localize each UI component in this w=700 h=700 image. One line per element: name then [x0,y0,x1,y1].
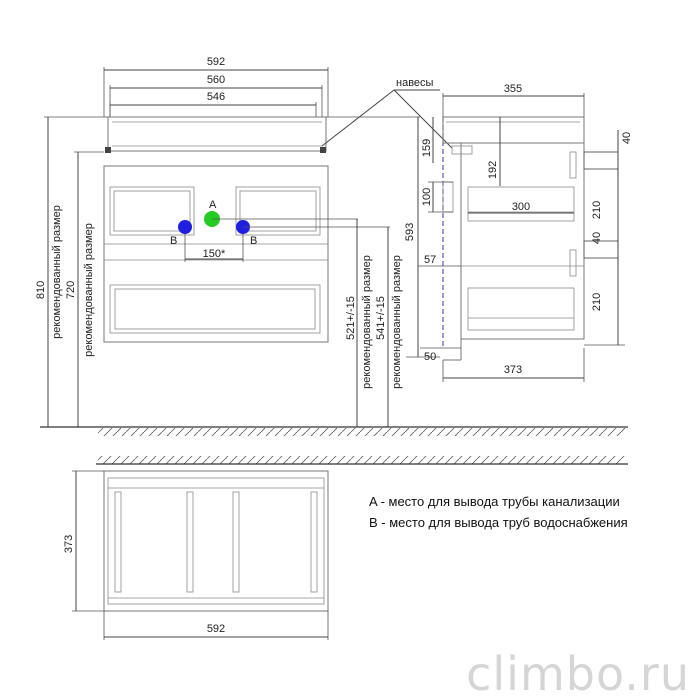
dim-100: 100 [421,188,433,206]
dim-720: 720 [65,281,77,299]
dim-560: 560 [207,74,225,86]
dim-210-bottom: 210 [591,293,603,311]
label-rec-521: рекомендованный размер [361,255,373,389]
legend: A - место для вывода трубы канализации B… [369,494,628,530]
front-view: 592 560 546 навесы A B B [35,56,453,428]
dim-40-top: 40 [621,132,633,144]
floor-line [40,426,628,436]
point-b-left-label: B [170,235,177,247]
dim-592-top: 592 [207,623,225,635]
dim-210-top: 210 [591,201,603,219]
hinges-label: навесы [396,77,434,89]
dim-50: 50 [424,351,436,363]
point-a-label: A [209,199,217,211]
point-b-left-marker [178,220,192,234]
top-view: 373 592 [63,456,628,640]
label-rec-810: рекомендованный размер [51,205,63,339]
dim-40-bottom: 40 [591,232,603,244]
dim-192: 192 [487,161,499,179]
point-b-right-label: B [250,235,257,247]
dim-521: 521+/-15 [345,296,357,340]
dim-150: 150* [203,248,226,260]
dim-373-top: 373 [63,535,75,553]
dim-541: 541+/-15 [375,296,387,340]
countertop [107,116,327,152]
legend-a: A - место для вывода трубы канализации [369,494,620,509]
label-rec-541: рекомендованный размер [391,255,403,389]
dim-159: 159 [421,139,433,157]
dim-592-front: 592 [207,56,225,68]
watermark: climbo.ru [466,647,690,700]
dim-57: 57 [424,254,436,266]
legend-b: B - место для вывода труб водоснабжения [369,515,628,530]
dim-546: 546 [207,91,225,103]
dim-593: 593 [404,223,416,241]
dim-373-side: 373 [504,364,522,376]
dim-355: 355 [504,83,522,95]
side-view: 355 159 100 192 300 57 5 [418,83,633,382]
dim-810: 810 [35,281,47,299]
cabinet-front [103,165,329,343]
label-rec-720: рекомендованный размер [83,223,95,357]
dim-300: 300 [512,201,530,213]
